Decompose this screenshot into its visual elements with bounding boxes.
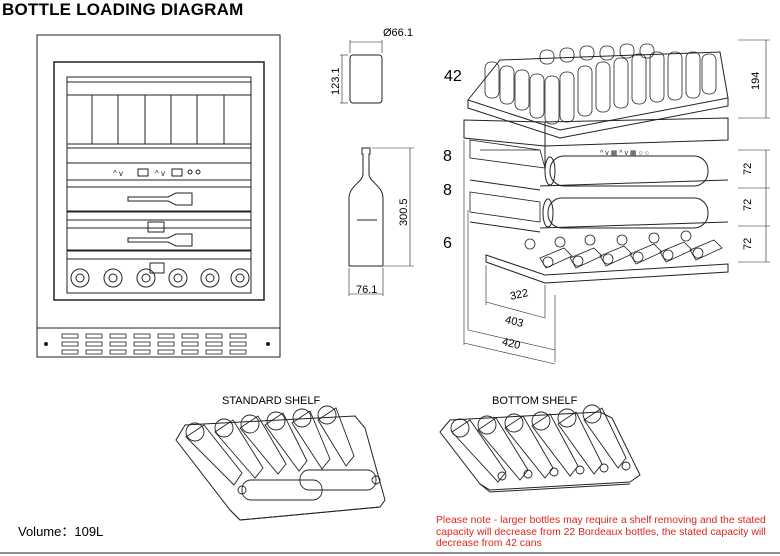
bottom-shelf-label: BOTTOM SHELF bbox=[492, 395, 578, 407]
bottle-height-label: 300.5 bbox=[398, 198, 410, 226]
shelf2-height-label: 72 bbox=[742, 198, 754, 211]
can-height-label: 123.1 bbox=[330, 67, 342, 95]
shelf1-capacity-count: 8 bbox=[443, 148, 452, 165]
bottle-diameter-label: 76.1 bbox=[356, 284, 378, 296]
isometric-view: ^ v ▦ ^ v ▦ ○ ○ bbox=[463, 39, 770, 365]
capacity-note: Please note - larger bottles may require… bbox=[436, 515, 766, 550]
volume-label: Volume：109L bbox=[18, 524, 104, 539]
standard-shelf-drawing bbox=[175, 405, 386, 521]
page-title: BOTTLE LOADING DIAGRAM bbox=[2, 0, 244, 19]
shelf1-height-label: 72 bbox=[742, 162, 754, 175]
svg-text:^ v: ^ v bbox=[113, 169, 123, 178]
bottom-capacity-count: 6 bbox=[443, 235, 452, 252]
bottom-shelf-drawing bbox=[439, 404, 641, 493]
shelf2-capacity-count: 8 bbox=[443, 182, 452, 199]
bottle-drawing bbox=[348, 147, 414, 296]
svg-text:^ v: ^ v bbox=[155, 169, 165, 178]
fridge-front-view: ^ v ^ v bbox=[36, 34, 281, 358]
svg-text:^ v ▦ ^ v ▦ ○ ○: ^ v ▦ ^ v ▦ ○ ○ bbox=[600, 150, 649, 157]
can-drawing bbox=[340, 40, 383, 104]
shelf3-height-label: 72 bbox=[742, 237, 754, 250]
standard-shelf-label: STANDARD SHELF bbox=[222, 395, 321, 407]
can-block-height-label: 194 bbox=[750, 71, 762, 90]
can-capacity-count: 42 bbox=[444, 68, 462, 85]
can-diameter-label: Ø66.1 bbox=[383, 27, 413, 39]
